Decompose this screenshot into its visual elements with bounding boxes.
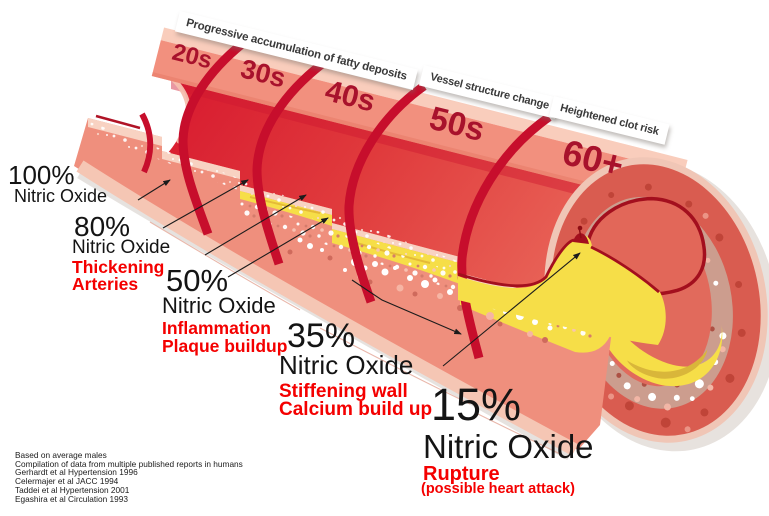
stage-80-condition-1: Thickening <box>72 257 165 277</box>
footnote-line: Compilation of data from multiple publis… <box>15 458 243 469</box>
stage-80-substance: Nitric Oxide <box>72 237 171 258</box>
pointer-arrows <box>137 179 581 367</box>
footnote-line: Celermajer et al JACC 1994 <box>15 476 119 487</box>
stage-80-condition-2: Arteries <box>72 274 139 294</box>
stage-15-substance: Nitric Oxide <box>423 428 594 465</box>
stage-50-substance: Nitric Oxide <box>162 293 276 318</box>
stage-100-substance: Nitric Oxide <box>14 186 108 206</box>
stage-100-percent: 100% <box>8 160 75 190</box>
source-footnotes: Based on average males Compilation of da… <box>15 451 243 503</box>
stage-15-percent: 15% <box>431 379 522 430</box>
footnote-line: Based on average males <box>15 450 107 460</box>
stage-15-condition-1: Rupture <box>423 463 500 485</box>
calcium-deposits <box>287 237 553 343</box>
rupture-site <box>457 225 666 345</box>
stage-35-percent: 35% <box>287 317 356 355</box>
stage-80-percent: 80% <box>74 211 131 242</box>
stage-15-condition-2: (possible heart attack) <box>421 481 575 497</box>
segment-dividers <box>139 40 552 360</box>
footnote-line: Gerhardt et al Hypertension 1996 <box>15 467 138 478</box>
footnote-line: Taddei et al Hypertension 2001 <box>15 484 130 495</box>
stage-35-condition-1: Stiffening wall <box>279 381 408 402</box>
stage-35-substance: Nitric Oxide <box>279 350 414 380</box>
footnote-line: Egashira et al Circulation 1993 <box>15 493 128 504</box>
stage-50-percent: 50% <box>166 263 229 298</box>
stage-50-condition-2: Plaque buildup <box>162 336 288 356</box>
stage-50-condition-1: Inflammation <box>162 318 271 338</box>
plaque-crescent <box>584 266 723 387</box>
stage-35-condition-2: Calcium build up <box>279 399 433 420</box>
